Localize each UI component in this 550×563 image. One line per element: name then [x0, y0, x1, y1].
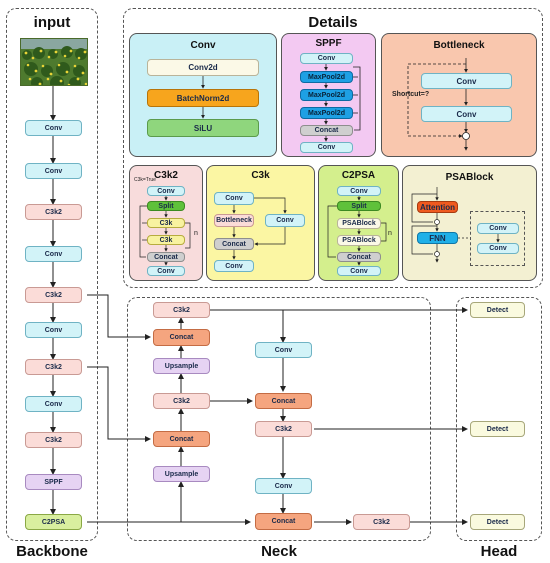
conv-silu: SiLU	[147, 119, 259, 137]
c3k-bottleneck: Bottleneck	[214, 214, 254, 227]
neck-c3k2-right: C3k2	[255, 421, 312, 437]
psablock-fnn: FNN	[417, 232, 458, 244]
psablock-fnn-group	[470, 211, 525, 266]
neck-concat-2: Concat	[153, 431, 210, 447]
c2psa-concat: Concat	[337, 252, 381, 262]
psablock-conv-1: Conv	[477, 223, 519, 234]
bottleneck-shortcut-label: Shortcut=?	[392, 91, 430, 98]
c3k-concat: Concat	[214, 238, 254, 250]
c3k2-c3k-2: C3k	[147, 235, 185, 245]
head-detect-3: Detect	[470, 514, 525, 530]
c2psa-psablock-1: PSABlock	[337, 218, 381, 229]
neck-c3k2-top: C3k2	[153, 302, 210, 318]
c3k2-split: Split	[147, 201, 185, 211]
details-frame	[123, 8, 543, 288]
panel-bottleneck-title: Bottleneck	[433, 40, 485, 51]
sppf-maxpool-3: MaxPool2d	[300, 107, 353, 119]
c3k2-note: C3k=True	[134, 177, 156, 183]
panel-c2psa-title: C2PSA	[341, 170, 376, 181]
neck-concat-right-1: Concat	[255, 393, 312, 409]
c3k2-n-label: n	[194, 230, 198, 237]
conv-conv2d: Conv2d	[147, 59, 259, 76]
c3k-conv-right: Conv	[265, 214, 305, 227]
neck-concat-1: Concat	[153, 329, 210, 346]
panel-bottleneck: Bottleneck	[381, 33, 537, 157]
head-detect-1: Detect	[470, 302, 525, 318]
backbone-conv-3: Conv	[25, 246, 82, 262]
backbone-conv-2: Conv	[25, 163, 82, 179]
input-heading: input	[33, 14, 71, 31]
neck-upsample-2: Upsample	[153, 466, 210, 482]
panel-conv-title: Conv	[190, 40, 216, 51]
neck-c3k2-bottom: C3k2	[353, 514, 410, 530]
input-image	[20, 38, 88, 86]
neck-frame	[127, 297, 431, 541]
backbone-c3k2-2: C3k2	[25, 287, 82, 303]
bottleneck-conv-2: Conv	[421, 106, 512, 122]
psablock-conv-2: Conv	[477, 243, 519, 254]
c3k-conv-2: Conv	[214, 260, 254, 272]
c2psa-n-label: n	[388, 230, 392, 237]
backbone-frame	[6, 8, 98, 541]
backbone-c3k2-4: C3k2	[25, 432, 82, 448]
backbone-conv-4: Conv	[25, 322, 82, 338]
conv-batchnorm2d: BatchNorm2d	[147, 89, 259, 107]
sppf-maxpool-1: MaxPool2d	[300, 71, 353, 83]
backbone-conv-1: Conv	[25, 120, 82, 136]
c2psa-psablock-2: PSABlock	[337, 235, 381, 246]
neck-upsample-1: Upsample	[153, 358, 210, 374]
sppf-maxpool-2: MaxPool2d	[300, 89, 353, 101]
c3k2-c3k-1: C3k	[147, 218, 185, 228]
c3k-conv-1: Conv	[214, 192, 254, 205]
c3k2-conv-2: Conv	[147, 266, 185, 276]
backbone-c3k2-1: C3k2	[25, 204, 82, 220]
bottleneck-conv-1: Conv	[421, 73, 512, 89]
backbone-label: Backbone	[16, 543, 88, 560]
neck-conv-right-2: Conv	[255, 478, 312, 494]
head-label: Head	[480, 543, 518, 560]
c2psa-conv-1: Conv	[337, 186, 381, 196]
head-frame	[456, 297, 542, 541]
sppf-concat: Concat	[300, 125, 353, 136]
psablock-attention: Attention	[417, 201, 458, 213]
c2psa-conv-2: Conv	[337, 266, 381, 276]
head-detect-2: Detect	[470, 421, 525, 437]
backbone-c3k2-3: C3k2	[25, 359, 82, 375]
neck-label: Neck	[261, 543, 297, 560]
neck-conv-right-1: Conv	[255, 342, 312, 358]
backbone-sppf: SPPF	[25, 474, 82, 490]
c2psa-split: Split	[337, 201, 381, 211]
sppf-conv-2: Conv	[300, 142, 353, 153]
panel-psablock-title: PSABlock	[445, 172, 494, 183]
neck-concat-bottom: Concat	[255, 513, 312, 530]
panel-sppf-title: SPPF	[315, 38, 342, 49]
backbone-c2psa: C2PSA	[25, 514, 82, 530]
neck-c3k2-mid: C3k2	[153, 393, 210, 409]
backbone-conv-5: Conv	[25, 396, 82, 412]
panel-c3k2-title: C3k2	[154, 170, 178, 181]
details-heading: Details	[308, 14, 358, 31]
panel-c3k-title: C3k	[251, 170, 270, 181]
c3k2-concat: Concat	[147, 252, 185, 262]
sppf-conv-1: Conv	[300, 53, 353, 64]
c3k2-conv-1: Conv	[147, 186, 185, 196]
